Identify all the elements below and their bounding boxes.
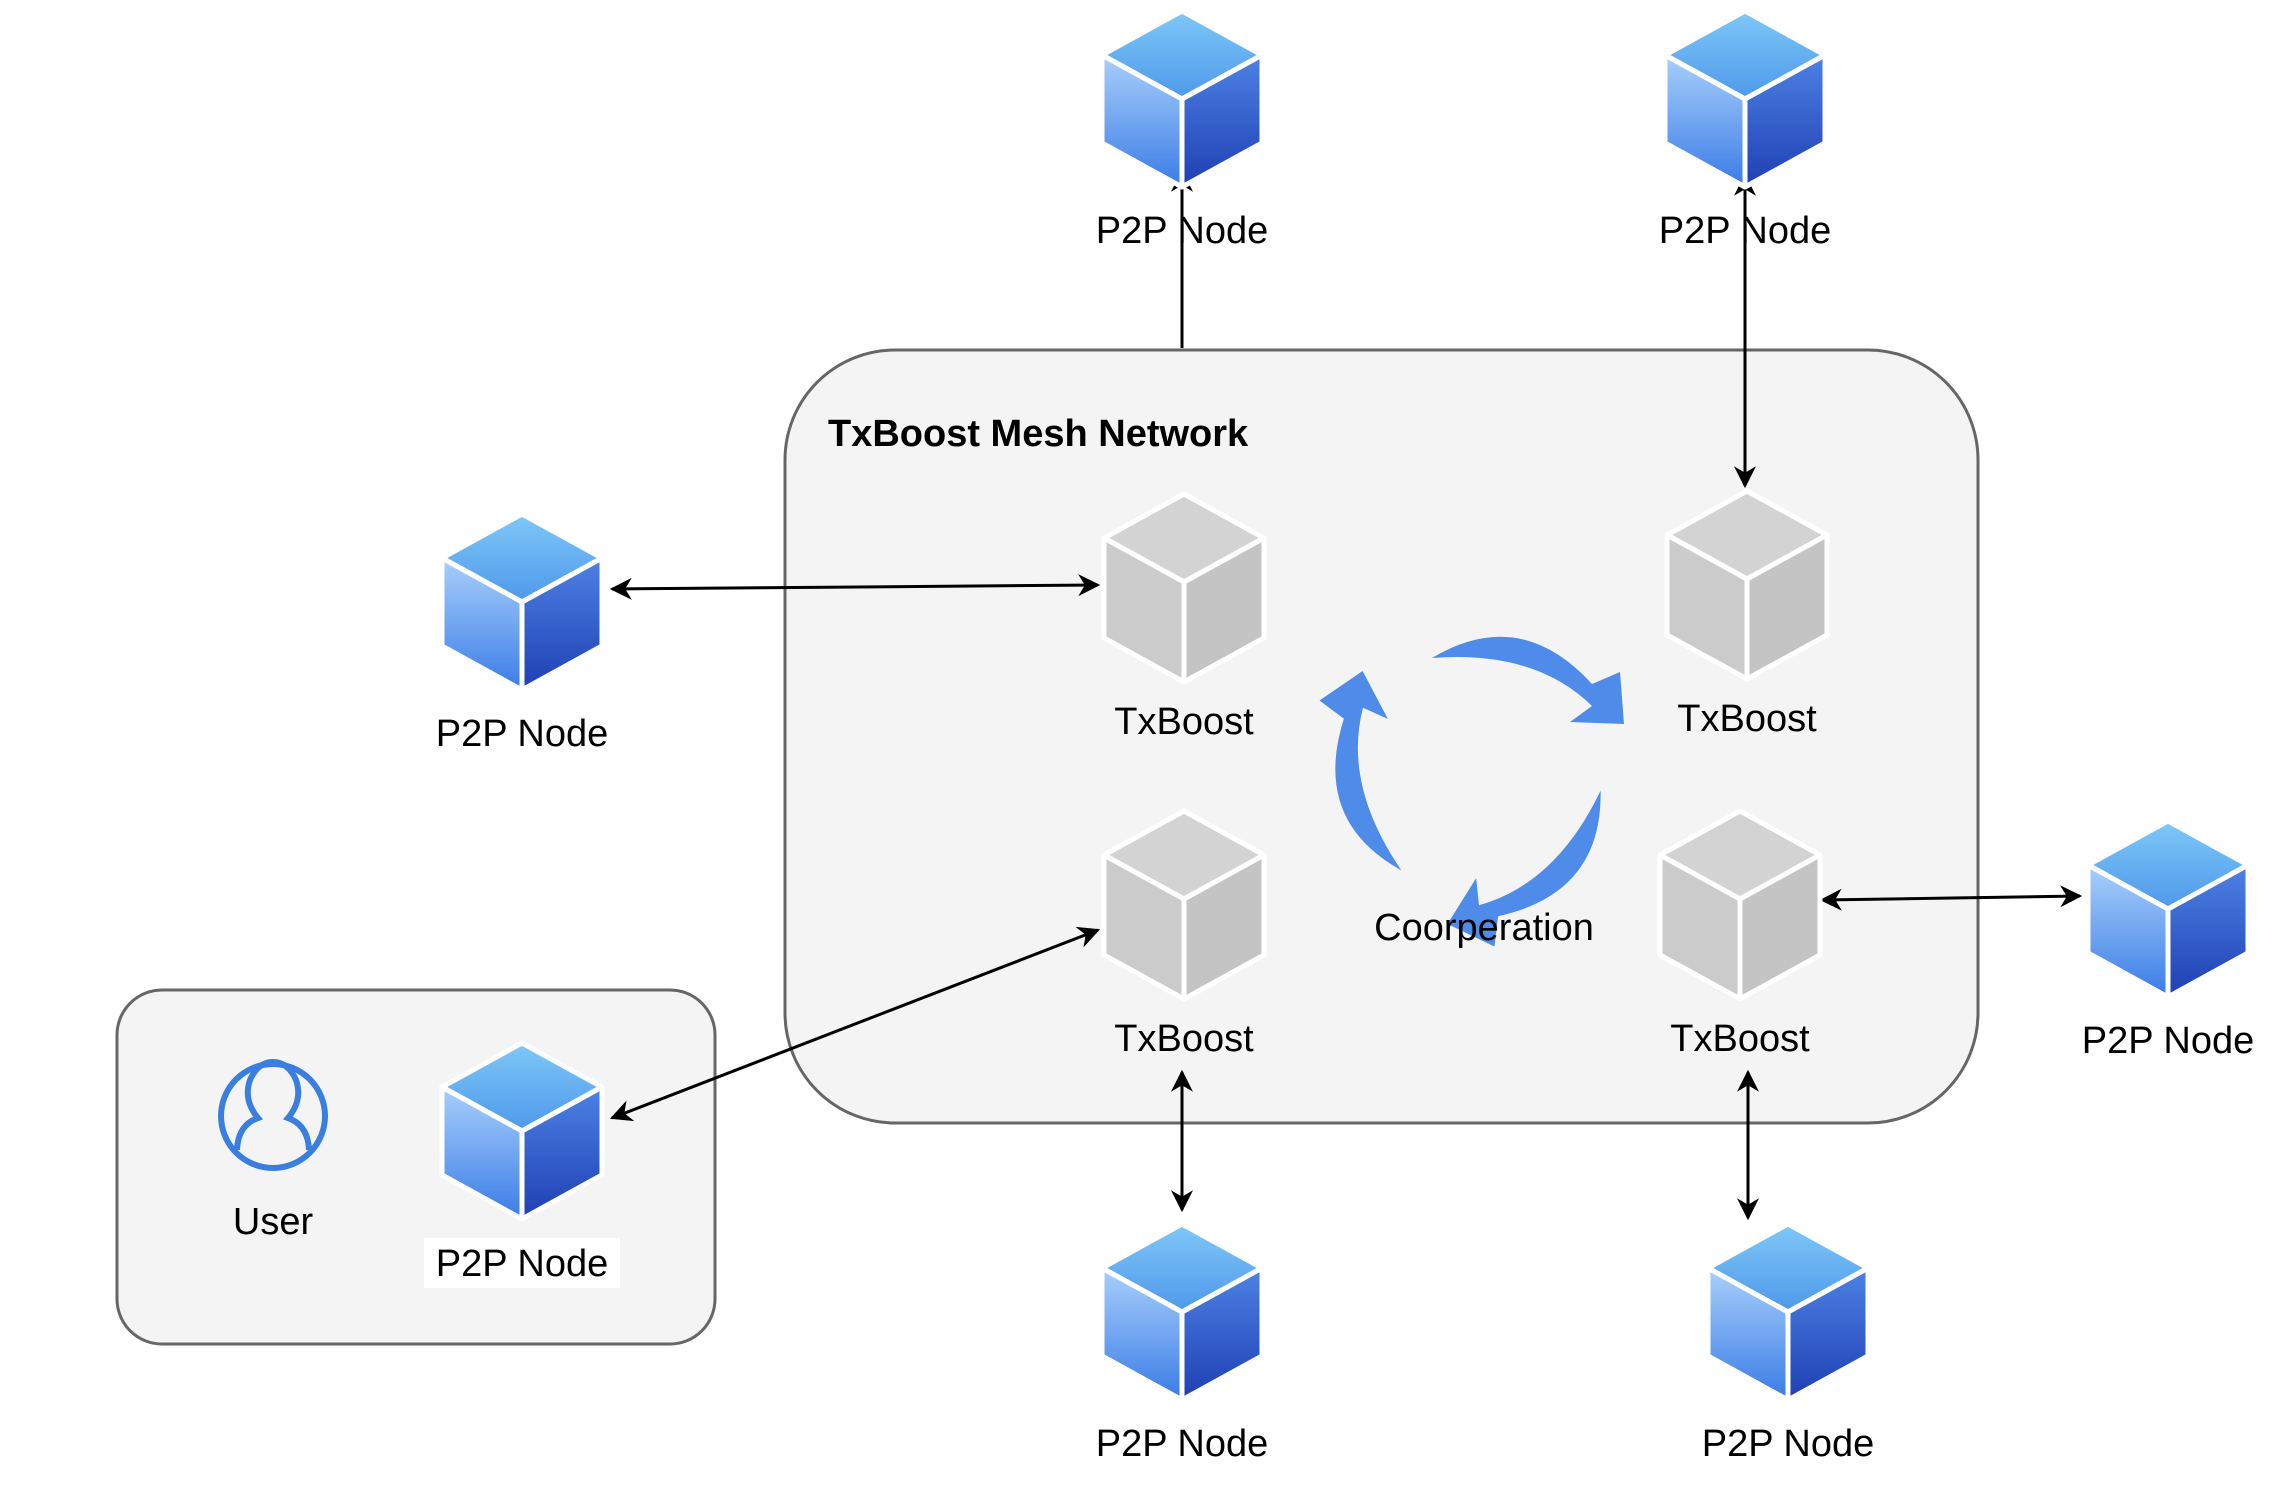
p2p-node-label: P2P Node [2082,1020,2255,1062]
p2p-node-cube-right [2085,818,2251,1000]
txboost-cube-bottom-left [1101,808,1267,1002]
p2p-node-label: P2P Node [1659,210,1832,252]
cooperation-label: Coorperation [1374,907,1594,949]
p2p-node-label: P2P Node [436,713,609,755]
link-tx-bottom-right-p2p-right [1819,885,2083,911]
link-user-node-tx-bottom-left [609,926,1101,1122]
txboost-label: TxBoost [1114,1018,1254,1060]
p2p-node-cube-top-1 [1099,8,1265,190]
user-icon [218,1058,328,1171]
p2p-node-cube-user [439,1040,605,1222]
user-container [115,988,717,1346]
cooperation-cycle-icon [1319,636,1624,947]
txboost-cube-bottom-right [1657,808,1823,1002]
user-label: User [233,1201,314,1243]
txboost-label: TxBoost [1677,698,1817,740]
p2p-node-label: P2P Node [1096,1423,1269,1465]
txboost-label: TxBoost [1114,701,1254,743]
txboost-label: TxBoost [1670,1018,1810,1060]
p2p-node-cube-bottom-1 [1099,1221,1265,1403]
connections [609,169,2083,1221]
user-p2p-node-label: P2P Node [436,1243,609,1285]
p2p-node-label: P2P Node [1096,210,1269,252]
txboost-cube-top-right [1664,488,1830,682]
user-node-label-bg [424,1238,620,1288]
mesh-network-title: TxBoost Mesh Network [828,413,1249,455]
p2p-node-cube-left [439,511,605,693]
txboost-cube-top-left [1101,491,1267,685]
p2p-node-cube-top-2 [1662,8,1828,190]
p2p-node-cube-bottom-2 [1705,1221,1871,1403]
p2p-node-label: P2P Node [1702,1423,1875,1465]
link-p2p-left-tx-top-left [609,574,1101,600]
